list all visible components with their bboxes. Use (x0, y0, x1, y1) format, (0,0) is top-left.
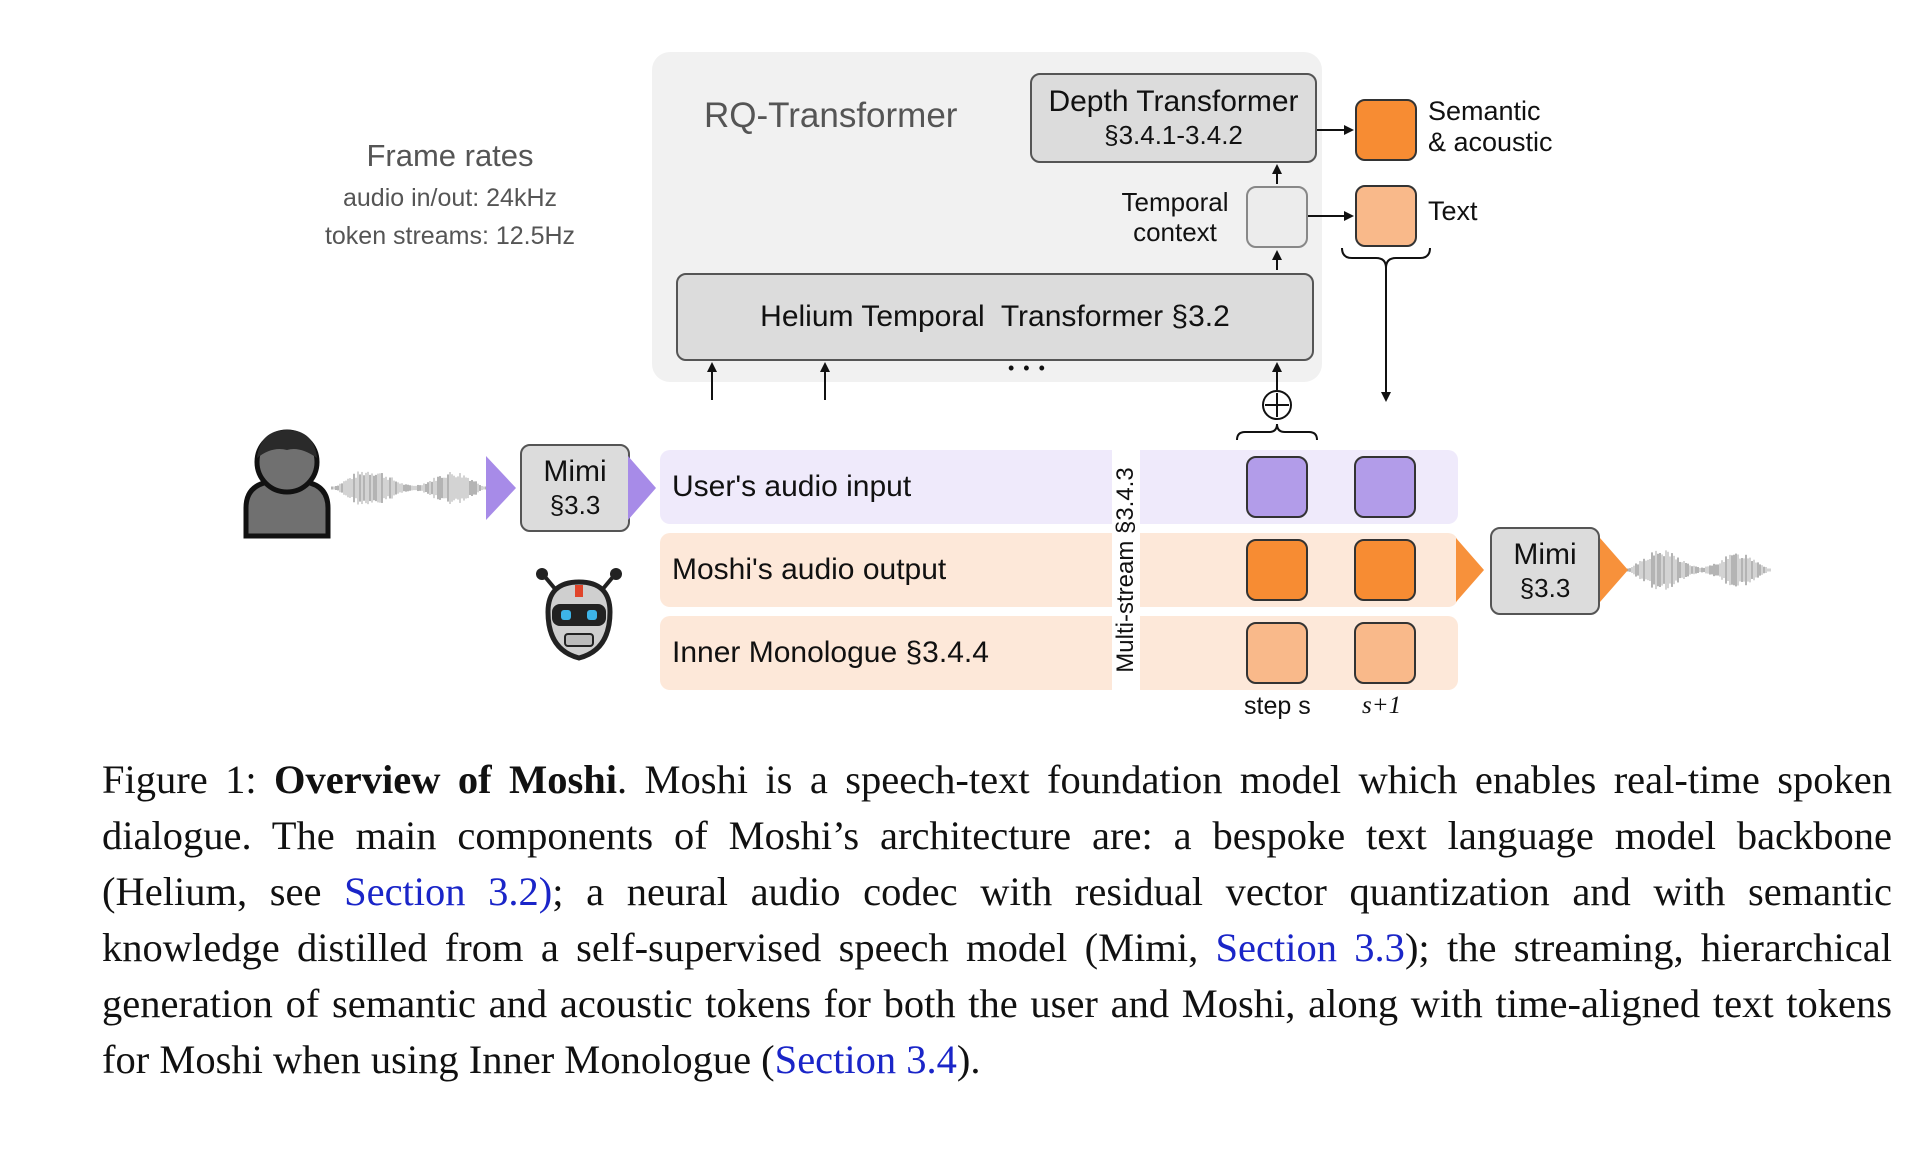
user-audio-label: User's audio input (672, 470, 912, 503)
text-token-step-s (1246, 622, 1308, 684)
input-waveform (331, 471, 487, 505)
caption-title: Overview of Moshi (274, 757, 617, 802)
frame-rates-tokens: token streams: 12.5Hz (324, 222, 576, 250)
helium-transformer-box: Helium Temporal Transformer §3.2 (676, 273, 1314, 361)
legend-semantic-line2: & acoustic (1428, 127, 1553, 157)
output-flow-triangle (1600, 538, 1628, 602)
inner-monologue-label: Inner Monologue §3.4.4 (672, 636, 989, 669)
figure-caption: Figure 1: Overview of Moshi. Moshi is a … (102, 752, 1892, 1088)
moshi-robot-icon (536, 568, 622, 661)
sum-icon (1262, 390, 1292, 420)
depth-transformer-name: Depth Transformer (1048, 85, 1299, 118)
temporal-context-line2: context (1133, 217, 1217, 247)
legend-text-token (1355, 185, 1417, 247)
mimi-encoder-name: Mimi (543, 455, 607, 488)
inner-monologue-row (660, 616, 1458, 690)
temporal-context-token (1246, 186, 1308, 248)
user-token-step-s (1246, 456, 1308, 518)
mimi-to-stream-triangle (628, 456, 656, 520)
step-s1-label: s+1 (1362, 692, 1402, 719)
input-flow-triangle (486, 456, 516, 520)
legend-semantic-token (1355, 99, 1417, 161)
caption-text-2: ; a neural audio codec with residual vec… (102, 869, 1892, 970)
stream-to-mimi-triangle (1456, 538, 1484, 602)
legend-semantic-line1: Semantic (1428, 96, 1541, 126)
mimi-decoder-name: Mimi (1513, 538, 1577, 571)
caption-prefix: Figure 1: (102, 757, 275, 802)
user-avatar-icon (243, 429, 331, 539)
mimi-encoder-ref: §3.3 (549, 490, 601, 520)
moshi-audio-row (660, 533, 1458, 607)
caption-text-1: . Moshi is a speech-text foundation mode… (102, 757, 1892, 914)
legend-semantic-label: Semantic & acoustic (1428, 96, 1553, 158)
section-3-2-link[interactable]: Section 3.2) (344, 869, 553, 914)
multistream-divider (1112, 445, 1140, 695)
depth-transformer-box: Depth Transformer §3.4.1-3.4.2 (1030, 73, 1317, 163)
temporal-context-label: Temporal context (1100, 187, 1250, 247)
depth-transformer-ref: §3.4.1-3.4.2 (1104, 120, 1243, 150)
legend-brace (1341, 247, 1431, 269)
moshi-token-step-s (1246, 539, 1308, 601)
text-token-step-s1 (1354, 622, 1416, 684)
frame-rates-audio: audio in/out: 24kHz (342, 184, 558, 212)
temporal-context-line1: Temporal (1121, 187, 1229, 217)
mimi-encoder-box: Mimi §3.3 (520, 444, 630, 532)
moshi-token-step-s1 (1354, 539, 1416, 601)
moshi-audio-label: Moshi's audio output (672, 553, 947, 586)
step-s-label: step s (1244, 692, 1311, 720)
frame-rates-title: Frame rates (366, 138, 534, 173)
helium-transformer-label: Helium Temporal Transformer §3.2 (760, 300, 1230, 333)
output-waveform (1625, 550, 1771, 590)
mimi-decoder-ref: §3.3 (1519, 573, 1571, 603)
caption-text-4: ). (956, 1037, 981, 1082)
caption-text-3: ); the streaming, hierarchical generatio… (102, 925, 1892, 1082)
legend-text-label: Text (1428, 196, 1478, 226)
section-3-3-link[interactable]: Section 3.3 (1215, 925, 1405, 970)
user-token-step-s1 (1354, 456, 1416, 518)
figure-connectors (243, 125, 1771, 661)
step-brace (1236, 423, 1318, 441)
mimi-decoder-box: Mimi §3.3 (1490, 527, 1600, 615)
ellipsis: • • • (1008, 358, 1047, 378)
section-3-4-link[interactable]: Section 3.4 (774, 1037, 957, 1082)
rq-transformer-title: RQ-Transformer (704, 96, 958, 135)
moshi-architecture-figure: RQ-Transformer Frame rates audio in/out:… (243, 52, 1771, 720)
user-audio-row (660, 450, 1458, 524)
